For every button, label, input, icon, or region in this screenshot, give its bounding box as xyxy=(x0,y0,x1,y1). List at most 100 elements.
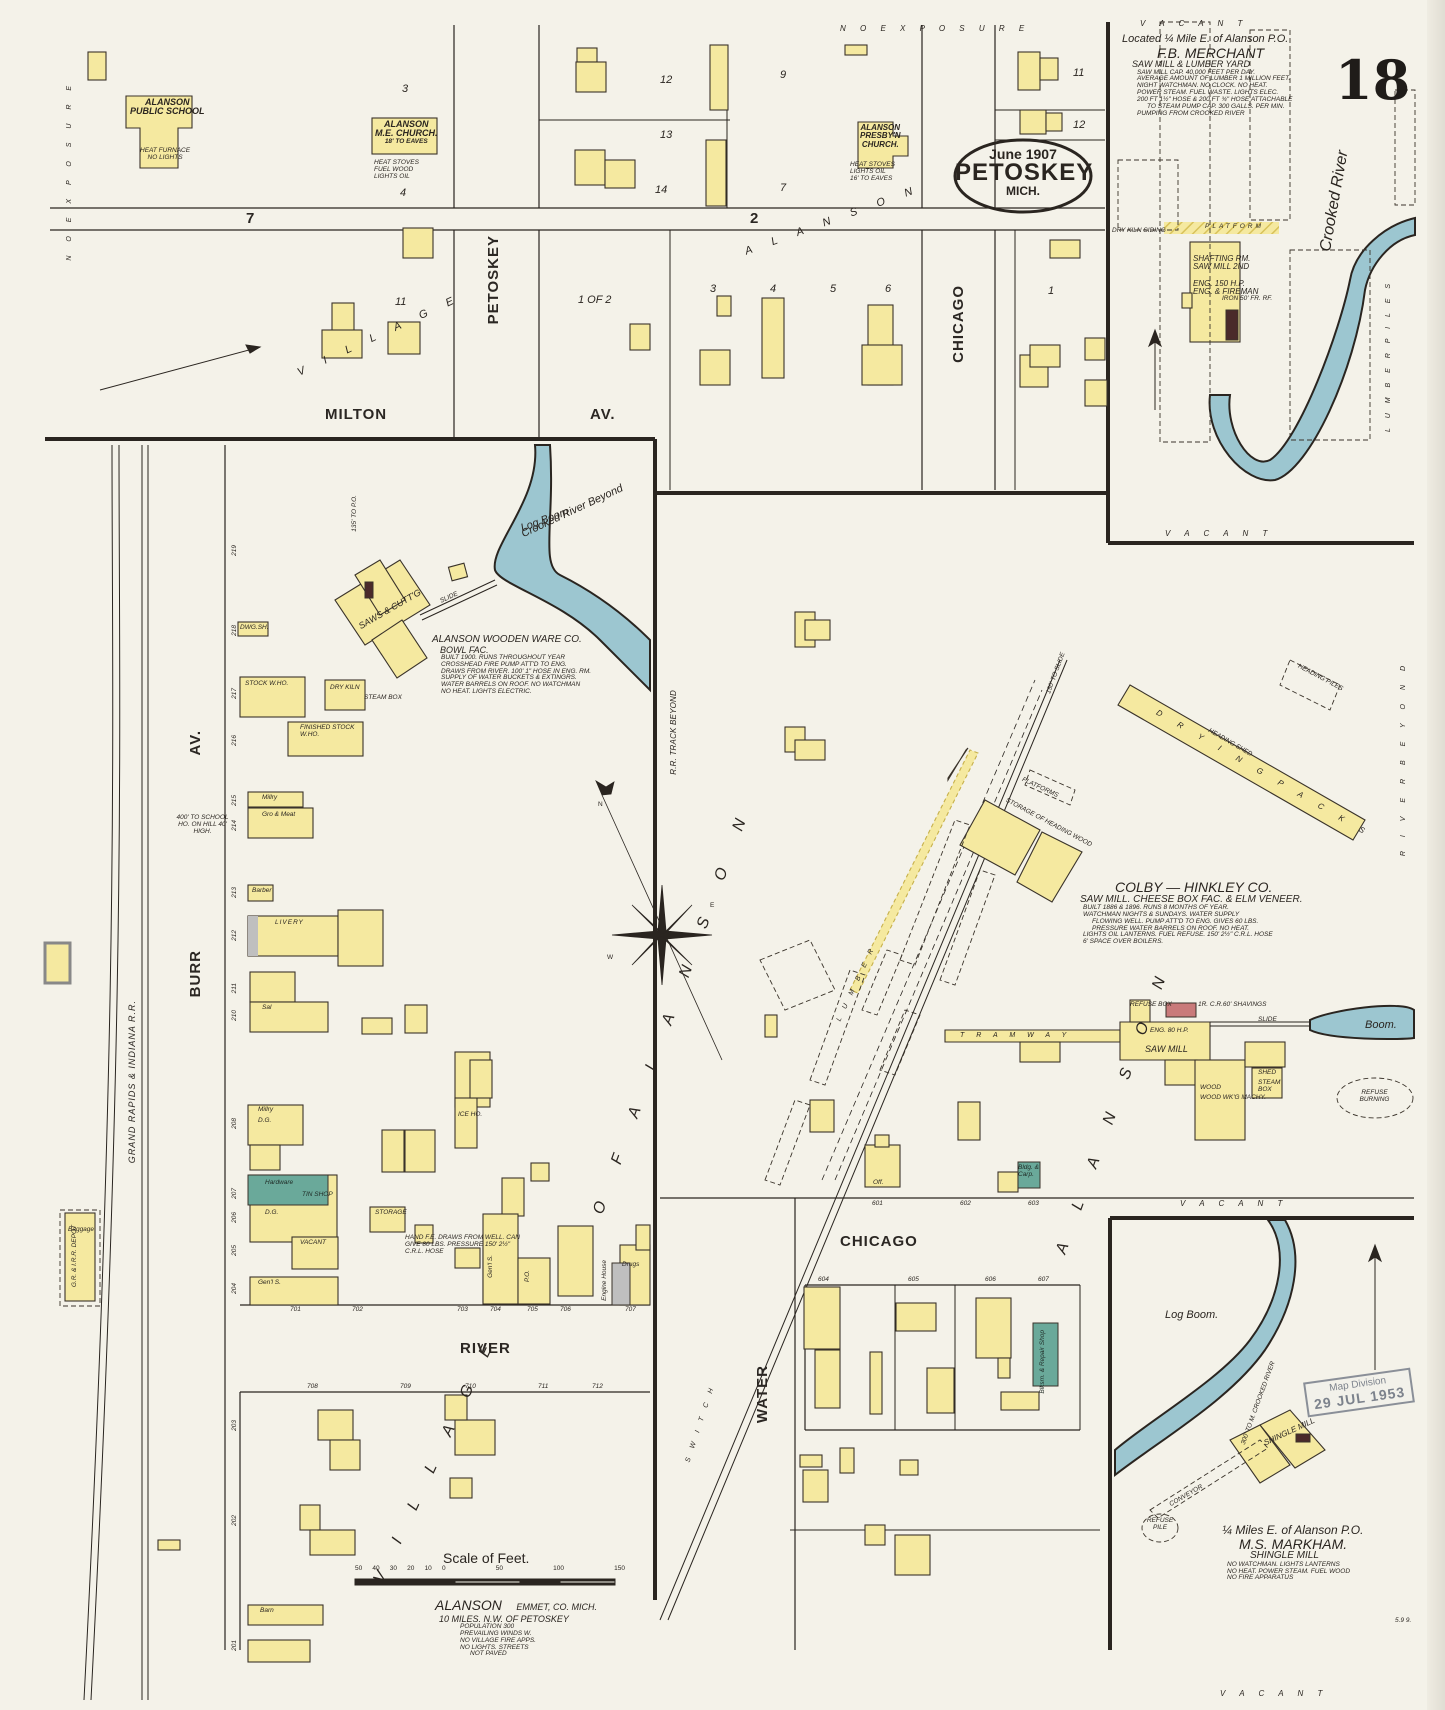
street-petoskey: PETOSKEY xyxy=(485,235,502,325)
town-note: POPULATION 300 xyxy=(460,1623,515,1631)
addr-205: 205 xyxy=(231,1245,238,1256)
publisher-oval: June 1907 PETOSKEY MICH. xyxy=(955,140,1094,212)
addr-203: 203 xyxy=(231,1420,238,1431)
addr-702: 702 xyxy=(352,1306,363,1313)
addr-703: 703 xyxy=(457,1306,468,1313)
stock-wh-label: STOCK W.HO. xyxy=(245,680,289,687)
lot-3b: 3 xyxy=(710,283,717,295)
corner-mark: 5.9 9. xyxy=(1395,1617,1412,1624)
addr-705: 705 xyxy=(527,1306,538,1313)
addr-710: 710 xyxy=(465,1383,476,1390)
merchant-mill-label: SHAFTING RM.SAW MILL 2ND ENG. 150 H.P.EN… xyxy=(1193,254,1259,297)
refuse-pile-label: REFUSE PILE xyxy=(1146,1517,1174,1531)
bldg-carp-label: Bldg. & Carp. xyxy=(1018,1164,1039,1178)
publish-date: June 1907 xyxy=(989,146,1057,162)
label-rr-track-beyond: R.R. TRACK BEYOND xyxy=(669,690,678,775)
bldg-tin-shop: TIN SHOP xyxy=(302,1191,333,1198)
lot-7: 7 xyxy=(780,182,787,194)
bldg-barber: Barber xyxy=(252,887,272,894)
finished-stock-label: FINISHED STOCK W.HO. xyxy=(300,724,355,738)
label-river-beyond: R I V E R B E Y O N D xyxy=(1400,660,1407,857)
colby-wood-wkg: WOOD WK'G MACHY. xyxy=(1200,1094,1267,1101)
addr-210: 210 xyxy=(231,1010,238,1021)
street-river: RIVER xyxy=(460,1340,511,1357)
wooden-ware-note: WATER BARRELS ON ROOF. NO WATCHMAN xyxy=(441,681,581,689)
addr-604: 604 xyxy=(818,1276,829,1283)
merchant-name: F.B. MERCHANT xyxy=(1157,44,1265,61)
bldg-livery: LIVERY xyxy=(275,919,304,926)
bldg-gro-meat: Gro & Meat xyxy=(262,811,296,818)
colby-note: 6' SPACE OVER BOILERS. xyxy=(1083,938,1164,946)
publish-city: PETOSKEY xyxy=(955,159,1094,186)
addr-709: 709 xyxy=(400,1383,411,1390)
addr-708: 708 xyxy=(307,1383,318,1390)
baggage-label: Baggage xyxy=(68,1226,95,1233)
bldg-dg-2: D.G. xyxy=(265,1209,279,1216)
addr-214: 214 xyxy=(231,820,238,831)
lot-11b: 11 xyxy=(1073,67,1085,79)
wooden-ware-name: ALANSON WOODEN WARE CO. xyxy=(432,634,582,645)
colby-slide: SLIDE xyxy=(1258,1016,1277,1023)
bldg-sal: Sal xyxy=(262,1004,272,1011)
label-no-exposure-left: N O E X P O S U R E xyxy=(66,80,73,261)
wooden-ware-note: NO HEAT. LIGHTS ELECTRIC. xyxy=(441,688,532,695)
street-milton-av: AV. xyxy=(590,406,616,423)
school-distance-note: 400' TO SCHOOL HO. ON HILL 40' HIGH. xyxy=(176,814,229,835)
markham-note: NO HEAT. POWER STEAM. FUEL WOOD xyxy=(1227,1567,1351,1575)
bldg-barn: Barn xyxy=(260,1607,274,1614)
addr-605: 605 xyxy=(908,1276,919,1283)
addr-607: 607 xyxy=(1038,1276,1049,1283)
lot-6: 6 xyxy=(885,283,892,295)
compass-n: N xyxy=(598,801,603,808)
markham-note: NO FIRE APPARATUS xyxy=(1227,1574,1294,1582)
merchant-location: Located ¼ Mile E. of Alanson P.O. xyxy=(1122,33,1289,45)
bldg-po: P.O. xyxy=(524,1270,531,1283)
bldg-millinery: Millry xyxy=(262,794,278,801)
markham-note: NO WATCHMAN. LIGHTS LANTERNS xyxy=(1227,1560,1340,1568)
addr-202: 202 xyxy=(231,1515,238,1526)
label-vacant-top: V A C A N T xyxy=(1140,19,1249,28)
addr-211: 211 xyxy=(231,983,238,994)
depot-label: G.R. & I.R.R. DEPOT xyxy=(71,1225,78,1288)
addr-216: 216 xyxy=(231,735,238,746)
distance-to-po: 135' TO P.O. xyxy=(351,495,358,532)
merchant-note: AVERAGE AMOUNT OF LUMBER 1 MILLION FEET. xyxy=(1137,75,1291,83)
lot-4b: 4 xyxy=(770,283,777,295)
merchant-note: 200 FT 1½" HOSE & 200 FT ¾" HOSE ATTACHA… xyxy=(1137,95,1293,103)
compass-w: W xyxy=(607,954,614,961)
addr-707: 707 xyxy=(625,1306,636,1313)
colby-shed: SHED xyxy=(1258,1069,1277,1076)
dry-kiln-label: DRY KILN xyxy=(330,684,360,691)
addr-208: 208 xyxy=(231,1118,238,1129)
street-chicago-top: CHICAGO xyxy=(950,285,967,363)
town-note: PREVAILING WINDS W. xyxy=(460,1630,532,1638)
addr-206: 206 xyxy=(231,1212,238,1223)
markham-type: SHINGLE MILL xyxy=(1250,1550,1319,1562)
markham-name: M.S. MARKHAM. xyxy=(1239,1535,1348,1552)
merchant-block: Located ¼ Mile E. of Alanson P.O. F.B. M… xyxy=(1122,33,1293,117)
dwg-sh-label: DWG.SH. xyxy=(240,624,269,631)
label-1-of-2: 1 OF 2 xyxy=(578,294,612,306)
addr-219: 219 xyxy=(231,545,238,556)
merchant-dry-kiln: DRY KILN SIDING xyxy=(1112,227,1166,234)
publish-state: MICH. xyxy=(1006,184,1040,198)
bldg-engine-house: Engine House xyxy=(601,1260,608,1301)
bldg-vacant: VACANT xyxy=(300,1239,327,1246)
addr-201: 201 xyxy=(231,1640,238,1651)
wooden-ware-note: BUILT 1900. RUNS THROUGHOUT YEAR xyxy=(441,653,566,661)
wooden-ware-note: DRAWS FROM RIVER. 100' 1" HOSE IN ENG. R… xyxy=(441,667,592,675)
addr-701: 701 xyxy=(290,1306,301,1313)
markham-block: ¼ Miles E. of Alanson P.O. M.S. MARKHAM.… xyxy=(1222,1524,1363,1582)
lot-12: 12 xyxy=(660,74,673,86)
lot-9: 9 xyxy=(780,69,787,81)
town-name: ALANSON xyxy=(435,1597,502,1613)
bldg-dg: D.G. xyxy=(258,1117,272,1124)
